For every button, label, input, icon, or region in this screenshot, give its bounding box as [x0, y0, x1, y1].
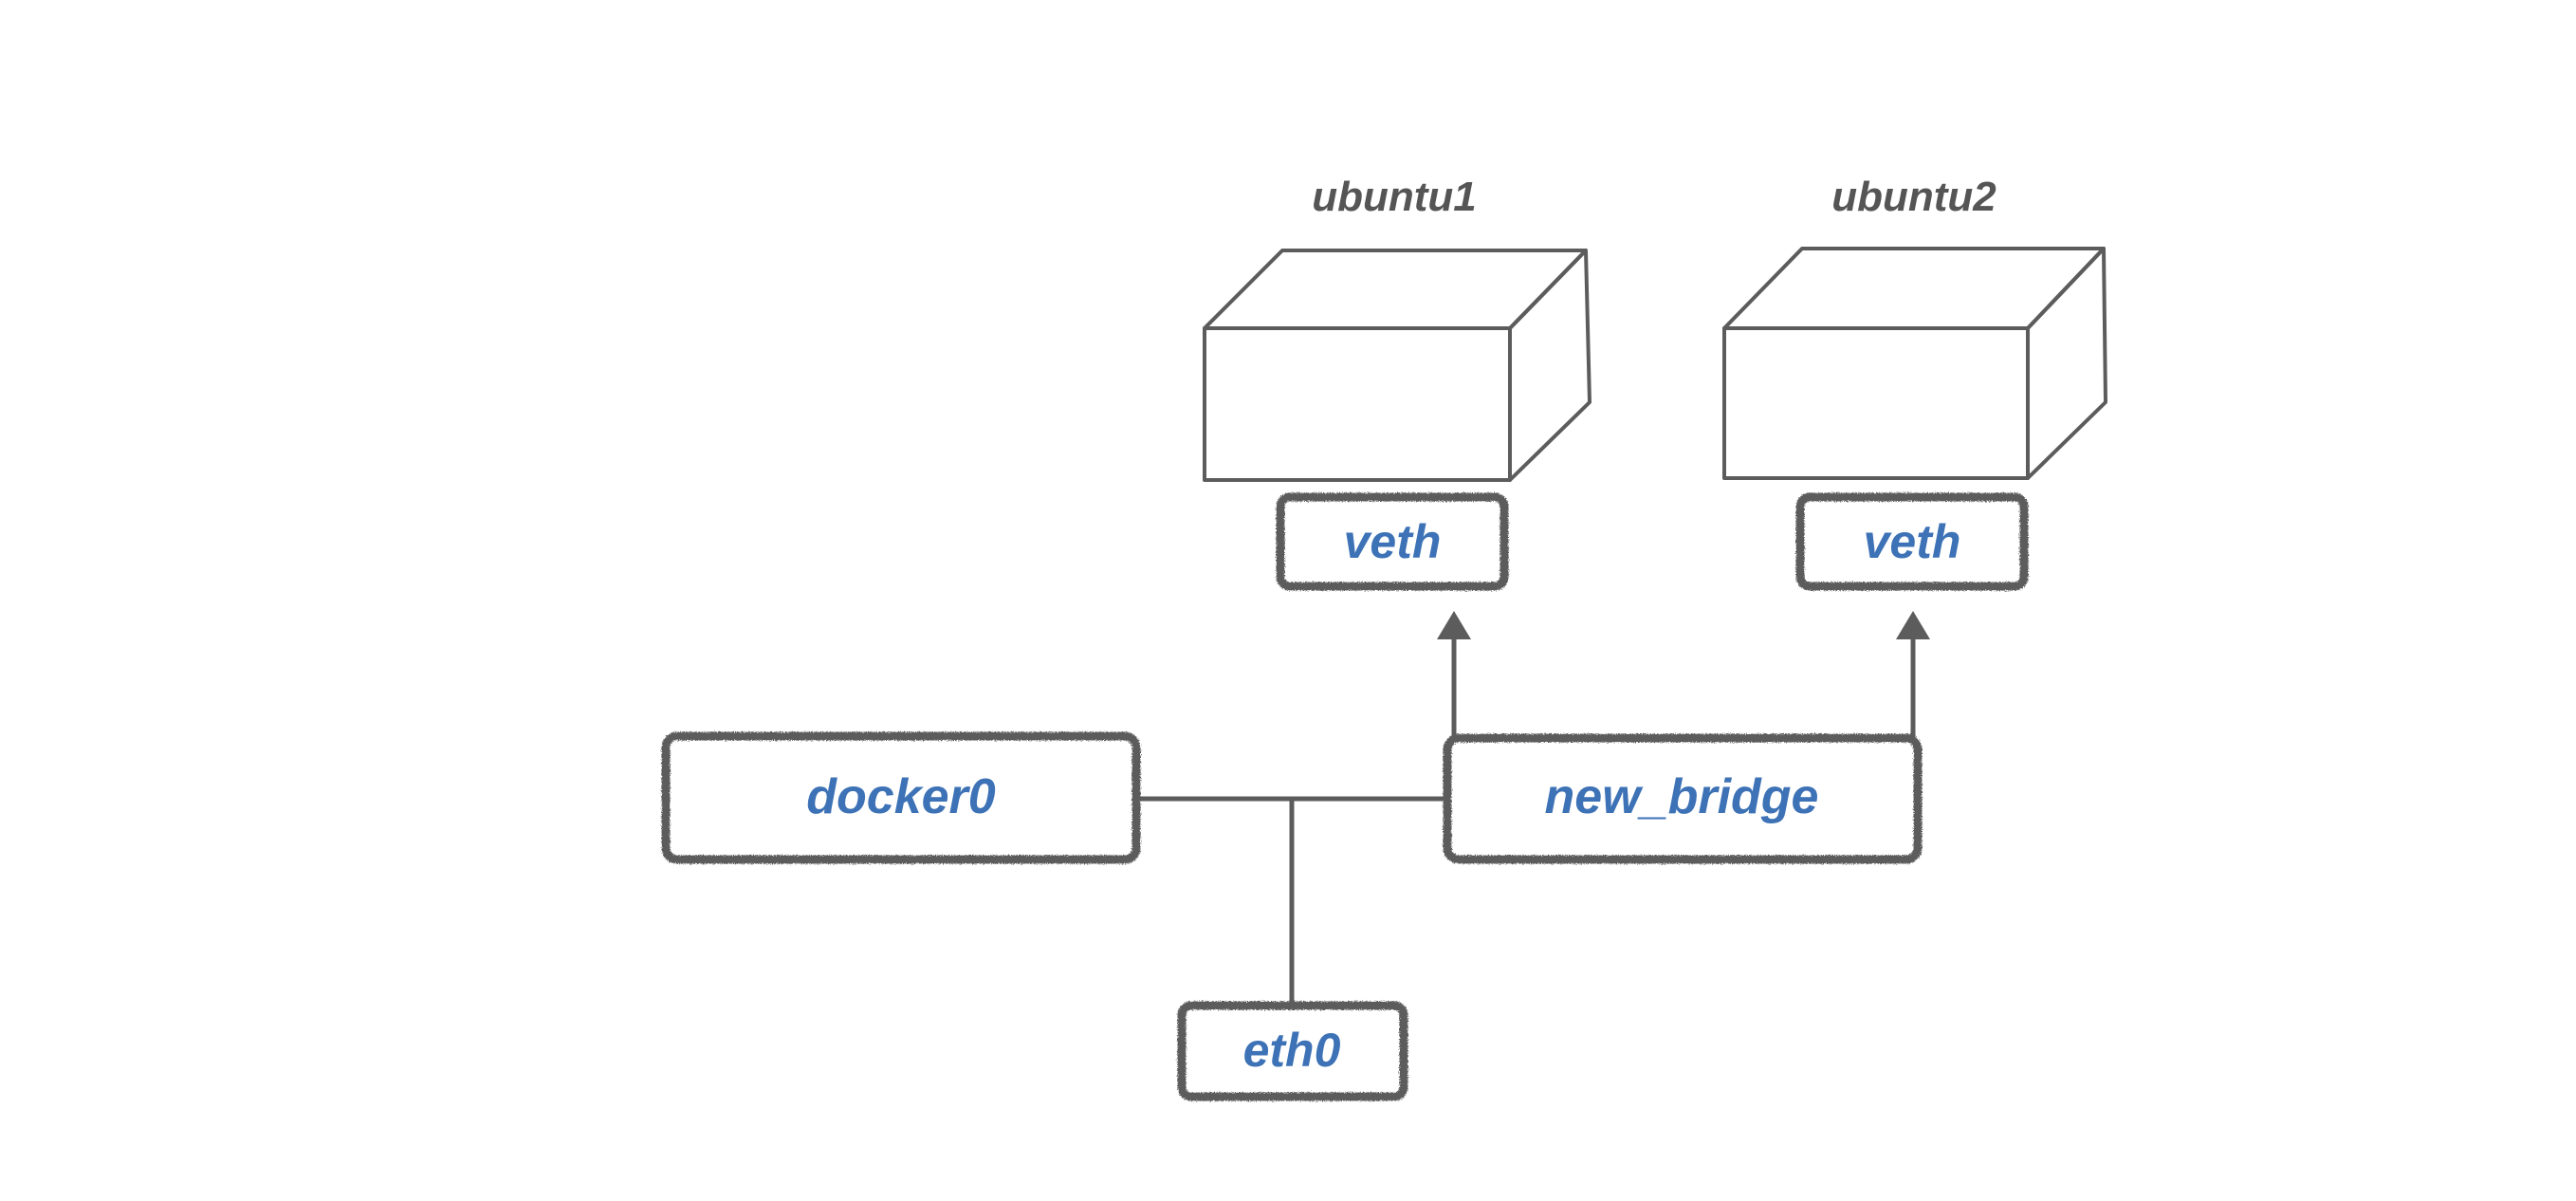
veth1-box: [1276, 492, 1509, 591]
ubuntu2-cube-side: [2026, 247, 2107, 480]
ubuntu1-cube-front: [1203, 326, 1512, 482]
ubuntu2-container: [1722, 247, 2107, 480]
ubuntu2-cube-front: [1722, 326, 2030, 480]
new-bridge-box: [1443, 733, 1923, 864]
veth2-box: [1795, 492, 2029, 591]
docker0-box: [661, 731, 1141, 864]
ubuntu1-container: [1203, 249, 1592, 482]
ubuntu2-cube-top: [1722, 247, 2106, 330]
eth0-label: eth0: [1243, 1024, 1341, 1077]
ubuntu1-cube-side: [1508, 249, 1592, 482]
eth0-box: [1177, 1001, 1408, 1101]
ubuntu2-label: ubuntu2: [1831, 174, 1996, 220]
arrowhead-up-icon: [1896, 611, 1930, 639]
new-bridge-label: new_bridge: [1545, 769, 1819, 824]
veth1-label: veth: [1344, 515, 1442, 568]
arrowhead-up-icon: [1437, 611, 1471, 639]
docker0-label: docker0: [806, 769, 996, 824]
ubuntu1-label: ubuntu1: [1312, 174, 1477, 220]
ubuntu1-cube-top: [1203, 249, 1588, 330]
connections: [1138, 636, 1916, 1004]
interface-boxes: [661, 492, 2029, 1101]
veth2-label: veth: [1864, 515, 1961, 568]
